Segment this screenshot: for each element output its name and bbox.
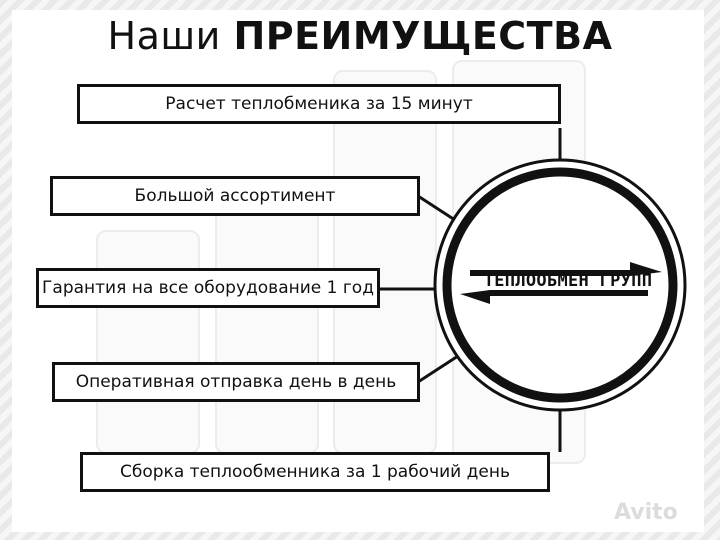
- connector-2: [417, 194, 459, 224]
- advantage-box-1: Расчет теплобменика за 15 минут: [77, 84, 561, 124]
- title-bold: ПРЕИМУЩЕСТВА: [233, 14, 613, 58]
- connector-4: [417, 354, 459, 384]
- background-plate-1: [96, 230, 200, 454]
- logo-arrow-bottom-icon: [460, 290, 648, 304]
- title-regular: Наши: [107, 14, 221, 58]
- logo-circle-inner: [442, 167, 678, 403]
- page-title: Наши ПРЕИМУЩЕСТВА: [0, 14, 720, 58]
- avito-watermark: Avito: [614, 500, 678, 525]
- logo-text: ТЕПЛООБМЕН ГРУПП: [483, 271, 653, 291]
- advantage-box-3: Гарантия на все оборудование 1 год: [36, 268, 380, 308]
- advantage-box-5: Сборка теплообменника за 1 рабочий день: [80, 452, 550, 492]
- logo-arrow-top-icon: [470, 262, 662, 276]
- advantage-box-2: Большой ассортимент: [50, 176, 420, 216]
- advantage-box-4: Оперативная отправка день в день: [52, 362, 420, 402]
